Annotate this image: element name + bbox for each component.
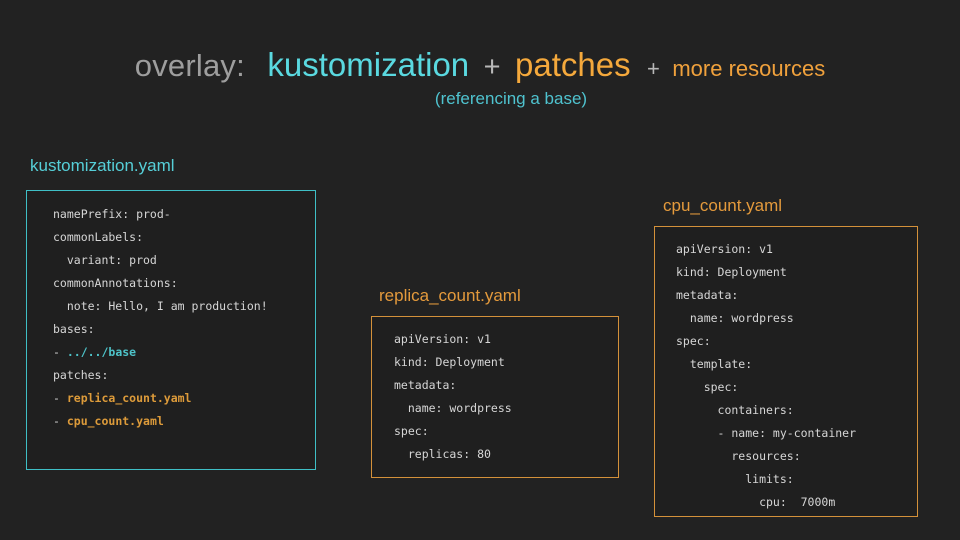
code-line: kind: Deployment [394, 351, 512, 374]
code-line: spec: [676, 376, 856, 399]
code-line-text: replica_count.yaml [66, 391, 192, 405]
code-line: note: Hello, I am production! [53, 295, 268, 318]
code-line-text: commonLabels: [53, 230, 144, 244]
heading-plus-2: + [647, 56, 660, 81]
code-line-text: spec: [394, 424, 429, 438]
heading-kustomization-label: kustomization [267, 46, 470, 83]
code-line: commonAnnotations: [53, 272, 268, 295]
code-line: cpu: 7000m [676, 491, 856, 514]
heading-more-resources-label: more resources [672, 56, 826, 81]
code-line-text: apiVersion: v1 [394, 332, 491, 346]
code-line: limits: [676, 468, 856, 491]
code-line-text: ../../base [66, 345, 137, 359]
code-line-text: name: wordpress [676, 311, 794, 325]
code-line: apiVersion: v1 [394, 328, 512, 351]
code-line: containers: [676, 399, 856, 422]
code-line: - replica_count.yaml [53, 387, 268, 410]
code-line-text: metadata: [676, 288, 739, 302]
code-line: apiVersion: v1 [676, 238, 856, 261]
heading-plus-1: + [483, 51, 501, 83]
code-line-text: replicas: 80 [394, 447, 491, 461]
code-line: template: [676, 353, 856, 376]
code-line: spec: [676, 330, 856, 353]
code-line-text: apiVersion: v1 [676, 242, 773, 256]
heading-patches-label: patches [515, 46, 631, 83]
slide-heading: overlay: kustomization + patches + more … [0, 48, 960, 109]
code-line: name: wordpress [676, 307, 856, 330]
code-line: name: wordpress [394, 397, 512, 420]
kustomization-code-card: namePrefix: prod-commonLabels: variant: … [26, 190, 316, 470]
code-line: - ../../base [53, 341, 268, 364]
code-line-dash: - [53, 414, 67, 428]
code-line: metadata: [676, 284, 856, 307]
code-line-text: metadata: [394, 378, 457, 392]
code-line: - cpu_count.yaml [53, 410, 268, 433]
code-line: namePrefix: prod- [53, 203, 268, 226]
code-line-text: spec: [676, 380, 739, 394]
code-line-text: kind: Deployment [394, 355, 505, 369]
heading-subtitle: (referencing a base) [434, 89, 588, 108]
code-line-dash: - [53, 391, 67, 405]
code-line: replicas: 80 [394, 443, 512, 466]
kustomization-card-title: kustomization.yaml [30, 156, 175, 175]
code-line-text: cpu: 7000m [676, 495, 836, 509]
code-line: kind: Deployment [676, 261, 856, 284]
heading-overlay-label: overlay: [134, 48, 245, 83]
code-line-text: - name: my-container [676, 426, 857, 440]
code-line-text: cpu_count.yaml [66, 414, 164, 428]
code-line-text: namePrefix: prod- [53, 207, 171, 221]
code-line-text: resources: [676, 449, 801, 463]
code-line: patches: [53, 364, 268, 387]
code-line-text: patches: [53, 368, 109, 382]
code-line-text: spec: [676, 334, 711, 348]
kustomization-code-block: namePrefix: prod-commonLabels: variant: … [53, 203, 268, 433]
code-line-text: kind: Deployment [676, 265, 787, 279]
code-line-text: bases: [53, 322, 95, 336]
code-line-dash: - [53, 345, 67, 359]
code-line: - name: my-container [676, 422, 856, 445]
code-line: bases: [53, 318, 268, 341]
code-line: commonLabels: [53, 226, 268, 249]
code-line-text: name: wordpress [394, 401, 512, 415]
code-line-text: limits: [676, 472, 794, 486]
code-line-text: containers: [676, 403, 794, 417]
heading-line: overlay: kustomization + patches + more … [0, 48, 960, 82]
code-line-text: note: Hello, I am production! [53, 299, 268, 313]
cpu-count-card-title: cpu_count.yaml [663, 196, 783, 215]
code-line-text: commonAnnotations: [53, 276, 178, 290]
code-line-text: template: [676, 357, 753, 371]
code-line: variant: prod [53, 249, 268, 272]
code-line: resources: [676, 445, 856, 468]
code-line: metadata: [394, 374, 512, 397]
code-line-text: variant: prod [53, 253, 157, 267]
code-line: spec: [394, 420, 512, 443]
replica-count-card-title: replica_count.yaml [379, 286, 521, 305]
